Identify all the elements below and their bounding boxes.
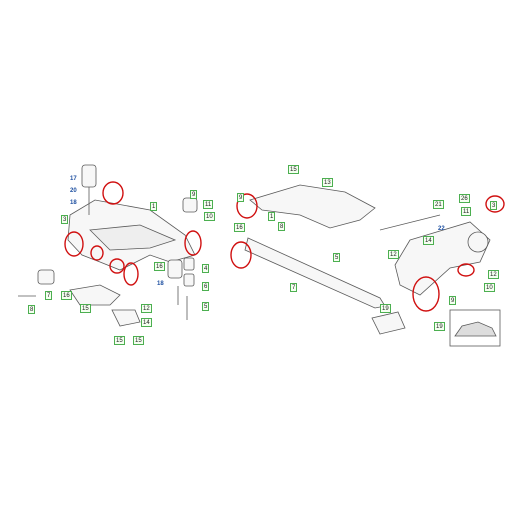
- hub: [467, 231, 489, 253]
- callout-label: 14: [423, 236, 434, 245]
- right-arm-assembly: [230, 184, 505, 347]
- callout-label: 10: [204, 212, 215, 221]
- callout-label: 26: [459, 194, 470, 203]
- callout-label: 8: [278, 222, 286, 231]
- callout-label: 22: [438, 226, 445, 232]
- callout-label: 15: [288, 165, 299, 174]
- callout-label: 5: [333, 253, 341, 262]
- callout-label: 12: [488, 270, 499, 279]
- callout-label: 11: [203, 200, 214, 209]
- callout-label: 1: [268, 212, 276, 221]
- callout-label: 15: [80, 304, 91, 313]
- callout-label: 5: [202, 302, 210, 311]
- callout-label: 8: [28, 305, 36, 314]
- callout-label: 6: [202, 282, 210, 291]
- callout-label: 9: [190, 190, 198, 199]
- callout-label: 14: [141, 318, 152, 327]
- callout-label: 3: [490, 201, 498, 210]
- highlight-circles: [230, 193, 505, 312]
- left-subframe-assembly: [18, 164, 202, 327]
- callout-label: 18: [70, 200, 77, 206]
- mount-bracket: [371, 311, 406, 335]
- callout-label: 12: [388, 250, 399, 259]
- callout-label: 9: [237, 193, 245, 202]
- lower-bracket: [69, 284, 121, 306]
- car-silhouette-icon: [449, 309, 501, 347]
- callout-label: 19: [380, 304, 391, 313]
- bushing: [183, 257, 195, 271]
- callout-label: 15: [133, 336, 144, 345]
- bushing: [37, 269, 55, 285]
- callout-label: 19: [434, 322, 445, 331]
- callout-label: 3: [61, 215, 69, 224]
- callout-label: 11: [461, 207, 472, 216]
- callout-label: 20: [70, 188, 77, 194]
- callout-label: 16: [61, 291, 72, 300]
- subframe-cross-member: [89, 224, 177, 251]
- callout-label: 15: [114, 336, 125, 345]
- callout-label: 7: [290, 283, 298, 292]
- callout-label: 13: [322, 178, 333, 187]
- upper-control-arm: [249, 184, 376, 229]
- bushing: [182, 197, 198, 213]
- highlight-circles: [64, 181, 202, 286]
- bump-stop: [81, 164, 97, 188]
- callout-label: 12: [141, 304, 152, 313]
- callout-label: 4: [202, 264, 210, 273]
- sensor-wire: [379, 214, 441, 231]
- bushing: [183, 273, 195, 287]
- shield-plate: [111, 309, 141, 327]
- lower-link: [244, 237, 386, 309]
- callout-label: 9: [449, 296, 457, 305]
- callout-label: 17: [70, 176, 77, 182]
- callout-label: 1: [150, 202, 158, 211]
- callout-label: 7: [45, 291, 53, 300]
- callout-label: 21: [433, 200, 444, 209]
- callout-label: 18: [157, 281, 164, 287]
- wheel-knuckle: [394, 221, 491, 296]
- callout-label: 16: [154, 262, 165, 271]
- callout-label: 10: [484, 283, 495, 292]
- callout-label: 16: [234, 223, 245, 232]
- bushing: [167, 259, 183, 279]
